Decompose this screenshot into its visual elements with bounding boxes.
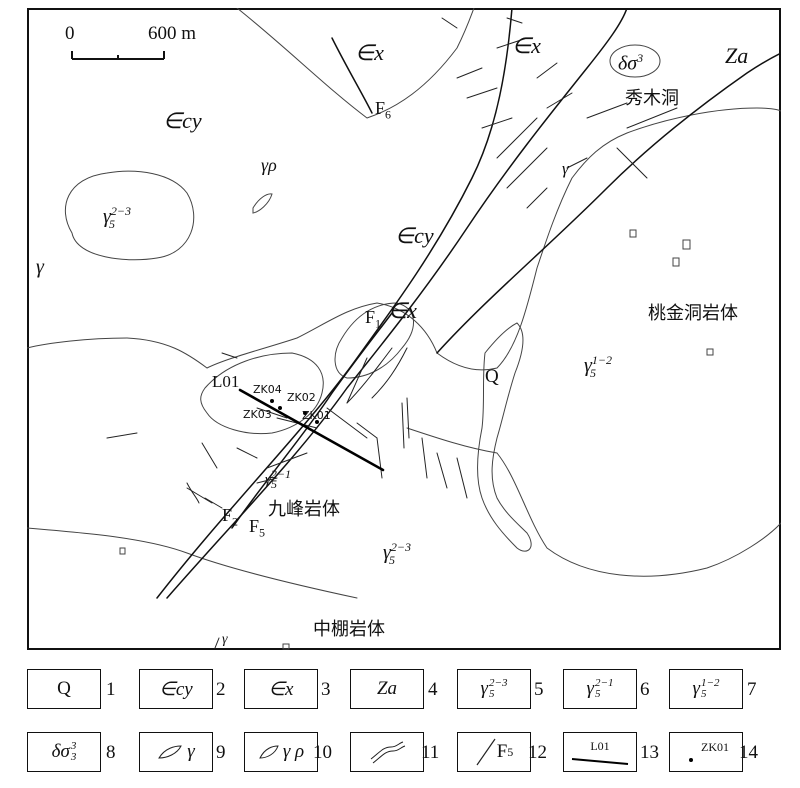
legend-num-7: 7 (747, 679, 757, 700)
legend-box-ecy: ∈cy (139, 669, 213, 709)
label-section-l01: L01 (212, 372, 240, 391)
legend-num-4: 4 (428, 679, 438, 700)
label-g5-12: γ1−25 (584, 353, 612, 380)
label-ecy-center: ∈cy (395, 223, 434, 248)
minor-faults (106, 17, 678, 649)
legend-num-2: 2 (216, 679, 226, 700)
label-ex-center: ∈x (388, 298, 417, 323)
label-zk04: ZK04 (253, 383, 282, 396)
label-fault-f5: F5 (249, 516, 266, 540)
legend-num-13: 13 (640, 742, 659, 763)
geological-map (27, 8, 781, 650)
major-faults (156, 8, 781, 599)
legend-box-ex: ∈x (244, 669, 318, 709)
lens-icon (158, 745, 183, 759)
label-g5-23-west: γ2−35 (103, 204, 131, 231)
section-line-l01 (238, 388, 385, 472)
legend-num-11: 11 (421, 742, 440, 763)
borehole-points (270, 399, 319, 424)
legend-box-q: Q (27, 669, 101, 709)
scale-start: 0 (65, 23, 75, 44)
legend-num-3: 3 (321, 679, 331, 700)
legend-num-5: 5 (534, 679, 544, 700)
legend-box-boundary (350, 732, 424, 772)
legend-box-gamma-rho: γ ρ (244, 732, 318, 772)
label-gamma-west: γ (36, 256, 44, 278)
label-fault-f2: F2 (222, 505, 239, 529)
label-fault-f6: F6 (375, 98, 392, 122)
legend-box-za: Za (350, 669, 424, 709)
legend-box-borehole: ZK01 (669, 732, 743, 772)
place-taojindong: 桃金洞岩体 (648, 303, 738, 324)
label-delta-sigma: δσ3 (618, 51, 644, 75)
label-zk02: ZK02 (287, 391, 316, 404)
label-g5-21: γ2−15 (265, 467, 292, 491)
label-gamma-north: γ (562, 159, 569, 178)
legend-num-12: 12 (528, 742, 547, 763)
fault-line-icon (476, 738, 496, 766)
label-ecy-west: ∈cy (163, 108, 202, 133)
legend-box-section: L01 (563, 732, 637, 772)
legend-num-9: 9 (216, 742, 226, 763)
legend-num-14: 14 (739, 742, 758, 763)
scale-end: 600 m (148, 23, 197, 44)
wavy-line-icon (370, 741, 406, 764)
label-q: Q (485, 366, 499, 387)
place-jiufeng: 九峰岩体 (268, 499, 340, 520)
label-zk01: ZK01 (302, 409, 331, 422)
legend-num-1: 1 (106, 679, 116, 700)
legend-box-gamma-dike: γ (139, 732, 213, 772)
lens-icon (259, 745, 279, 759)
legend-num-10: 10 (313, 742, 332, 763)
place-xiumudong: 秀木洞 (625, 88, 679, 109)
borehole-dot-icon (689, 757, 693, 762)
label-ex-north: ∈x (355, 40, 384, 65)
label-za: Za (725, 43, 749, 68)
label-gamma-rho: γρ (261, 155, 277, 175)
label-g5-23-south: γ2−35 (383, 540, 411, 567)
label-gamma-south: γ (222, 632, 228, 647)
legend-num-6: 6 (640, 679, 650, 700)
label-fault-f1: F1 (365, 307, 382, 331)
section-line-icon (571, 757, 629, 765)
legend-num-8: 8 (106, 742, 116, 763)
label-zk03: ZK03 (243, 408, 272, 421)
unit-boundaries (27, 8, 781, 650)
label-ex-north2: ∈x (512, 33, 541, 58)
place-zhongpeng: 中棚岩体 (313, 619, 385, 640)
